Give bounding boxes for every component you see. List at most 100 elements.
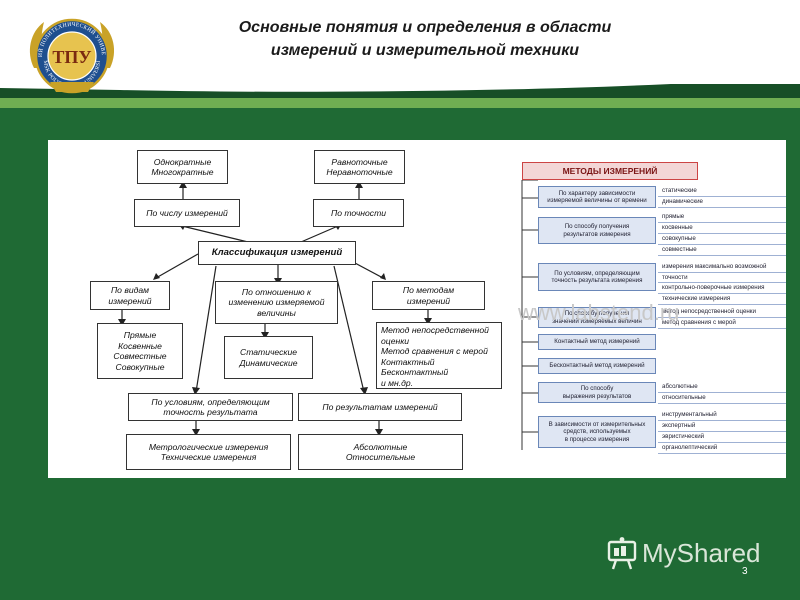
- method-item: инструментальный: [658, 410, 786, 421]
- method-group-expression-line2: выражения результатов: [562, 392, 632, 400]
- value-and-others: и мн.др.: [381, 377, 414, 388]
- number-values-box: Однократные Многократные: [137, 150, 228, 184]
- criterion-change-line3: величины: [257, 307, 296, 318]
- method-group-conditions-line1: По условиям, определяющим: [554, 269, 640, 277]
- method-item: органолептический: [658, 443, 786, 454]
- criterion-results-label: По результатам измерений: [322, 401, 438, 412]
- value-unequal-accuracy: Неравноточные: [326, 167, 393, 177]
- page-number: 3: [742, 566, 748, 577]
- criterion-accuracy-box: По точности: [313, 199, 404, 227]
- header-stripe-light: [0, 98, 800, 108]
- value-technical: Технические измерения: [160, 452, 257, 462]
- criterion-change-line1: По отношению к: [241, 286, 312, 297]
- value-metrological: Метрологические измерения: [148, 441, 269, 452]
- method-group-instruments-line2: средств, используемых: [563, 428, 631, 436]
- method-item: измерения максимально возможной: [658, 262, 786, 273]
- change-values-box: Статические Динамические: [224, 336, 313, 379]
- methods-title: МЕТОДЫ ИЗМЕРЕНИЙ: [522, 162, 698, 180]
- value-aggregate: Совокупные: [115, 361, 165, 372]
- method-group-time: По характеру зависимости измеряемой вели…: [538, 186, 656, 208]
- method-group-instruments: В зависимости от измерительных средств, …: [538, 416, 656, 448]
- types-values-box: Прямые Косвенные Совместные Совокупные: [97, 323, 183, 379]
- method-item: косвенные: [658, 223, 786, 234]
- classification-center-label: Классификация измерений: [211, 246, 343, 258]
- criterion-types-box: По видам измерений: [90, 281, 170, 310]
- value-joint: Совместные: [113, 351, 167, 361]
- criterion-accuracy-label: По точности: [330, 207, 387, 218]
- content-panel: Однократные Многократные Равноточные Нер…: [48, 140, 786, 478]
- value-relative: Относительные: [345, 452, 416, 462]
- myshared-label: MyShared: [642, 537, 761, 568]
- value-multiple: Многократные: [151, 167, 214, 177]
- method-item: эвристический: [658, 432, 786, 443]
- method-group-values-line1: По способу получения: [564, 310, 630, 318]
- criterion-methods-box: По методам измерений: [372, 281, 485, 310]
- method-group-expression-line1: По способу: [580, 385, 614, 393]
- slide-title-line1: Основные понятия и определения в области: [238, 19, 612, 36]
- method-group-contact: Контактный метод измерений: [538, 334, 656, 350]
- method-group-contactless: Бесконтактный метод измерений: [538, 358, 656, 374]
- method-item: относительные: [658, 393, 786, 404]
- method-item: прямые: [658, 212, 786, 223]
- method-group-instruments-line1: В зависимости от измерительных: [548, 420, 646, 428]
- method-group-instruments-line3: в процессе измерения: [564, 435, 630, 443]
- value-static: Статические: [239, 347, 298, 357]
- value-direct-evaluation-cont: оценки: [381, 335, 410, 346]
- method-item: технические измерения: [658, 294, 786, 305]
- criterion-methods-line1: По методам: [402, 285, 455, 295]
- method-group-obtaining-line2: результатов измерения: [563, 230, 631, 238]
- method-item: точности: [658, 273, 786, 283]
- criterion-conditions-line2: точность результата: [163, 407, 258, 417]
- method-group-expression: По способу выражения результатов: [538, 382, 656, 403]
- value-contact: Контактный: [381, 356, 435, 367]
- value-equal-accuracy: Равноточные: [331, 156, 388, 167]
- criterion-number-label: По числу измерений: [146, 207, 228, 218]
- value-indirect: Косвенные: [118, 340, 162, 351]
- method-group-values-line2: значений измеряемых величин: [552, 317, 642, 325]
- methods-values-box: Метод непосредственной оценки Метод срав…: [376, 322, 502, 389]
- value-absolute: Абсолютные: [353, 441, 408, 452]
- method-group-contactless-label: Бесконтактный метод измерений: [549, 362, 645, 370]
- method-group-time-line1: По характеру зависимости: [558, 189, 636, 197]
- method-group-obtaining-line1: По способу получения: [564, 223, 630, 231]
- value-direct-evaluation: Метод непосредственной: [381, 325, 489, 335]
- classification-connectors: [118, 179, 538, 450]
- method-group-contact-label: Контактный метод измерений: [554, 338, 640, 346]
- value-dynamic: Динамические: [239, 357, 298, 368]
- method-group-conditions-line2: точность результата измерения: [551, 277, 643, 284]
- method-item: контрольно-поверочные измерения: [658, 283, 786, 294]
- criterion-types-line2: измерений: [108, 295, 152, 306]
- university-logo: ТОМСКИЙ ПОЛИТЕХНИЧЕСКИЙ УНИВЕРСИТЕТ TOMS…: [20, 8, 115, 94]
- method-group-values: По способу получения значений измеряемых…: [538, 307, 656, 328]
- presentation-board-icon: [607, 537, 637, 570]
- method-item: статические: [658, 186, 786, 197]
- criterion-change-box: По отношению к изменению измеряемой вели…: [215, 281, 338, 324]
- watermark-text: www.labstend.ru: [518, 300, 680, 325]
- method-item: совместные: [658, 245, 786, 256]
- method-item: абсолютные: [658, 382, 786, 393]
- classification-center-box: Классификация измерений: [198, 241, 356, 265]
- criterion-number-box: По числу измерений: [134, 199, 240, 227]
- value-contactless: Бесконтактный: [381, 367, 449, 377]
- method-group-obtaining: По способу получения результатов измерен…: [538, 217, 656, 244]
- myshared-brand: MyShared: [606, 536, 761, 570]
- method-item: метод непосредственной оценки: [658, 307, 786, 318]
- accuracy-values-box: Равноточные Неравноточные: [314, 150, 405, 184]
- criterion-results-box: По результатам измерений: [298, 393, 462, 421]
- criterion-conditions-box: По условиям, определяющим точность резул…: [128, 393, 293, 421]
- method-item: совокупные: [658, 234, 786, 245]
- method-item: экспертный: [658, 421, 786, 432]
- criterion-change-line2: изменению измеряемой: [228, 297, 325, 308]
- slide-title: Основные понятия и определения в области…: [190, 16, 660, 62]
- results-values-box: Абсолютные Относительные: [298, 434, 463, 470]
- value-comparison-method: Метод сравнения с мерой: [381, 346, 488, 356]
- value-direct: Прямые: [123, 330, 157, 340]
- method-item: метод сравнения с мерой: [658, 318, 786, 329]
- method-group-conditions: По условиям, определяющим точность резул…: [538, 263, 656, 291]
- criterion-types-line1: По видам: [110, 285, 150, 295]
- conditions-values-box: Метрологические измерения Технические из…: [126, 434, 291, 470]
- criterion-methods-line2: измерений: [406, 295, 451, 306]
- slide-title-line2: измерений и измерительной техники: [270, 42, 580, 59]
- method-group-time-line2: измеряемой величины от времени: [547, 197, 647, 204]
- value-single: Однократные: [153, 156, 212, 167]
